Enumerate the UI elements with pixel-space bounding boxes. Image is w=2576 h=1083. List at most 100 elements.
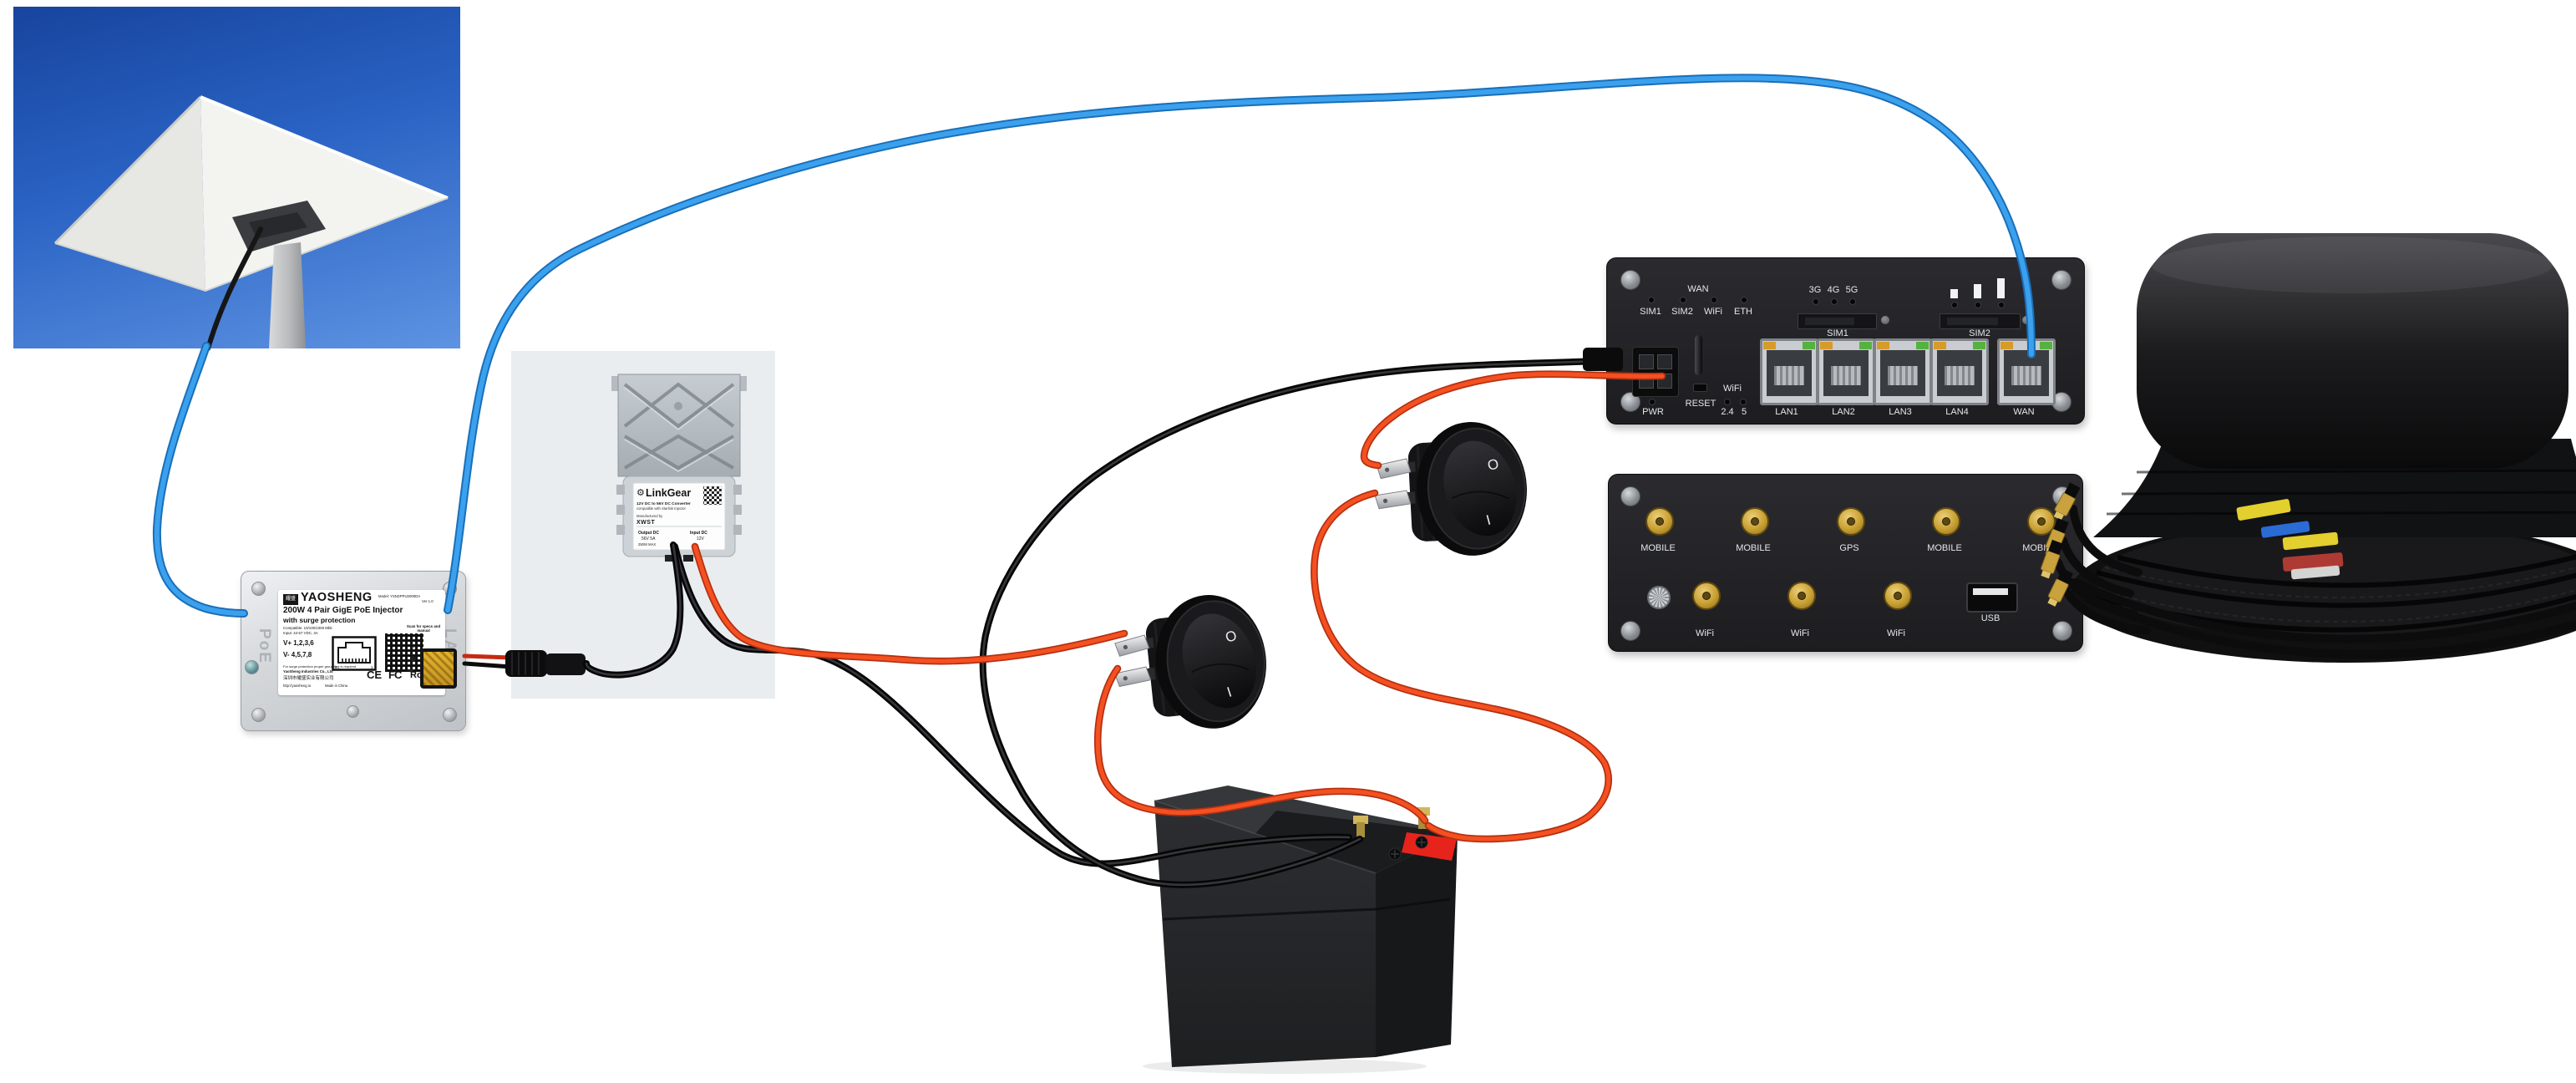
- converter-mfg-label: Manufactured by: [636, 514, 663, 518]
- pwr-pin-hole: [1657, 374, 1672, 389]
- sma-plug-cluster: [2041, 482, 2081, 607]
- usb-label: USB: [1980, 613, 2000, 623]
- panel-screw: [1620, 621, 1640, 641]
- injector-website: http://yaosheng.io: [283, 684, 312, 688]
- usb-tongue: [1973, 588, 2008, 595]
- starlink-dish-photo: [13, 7, 460, 351]
- port-led-amber: [1763, 342, 1776, 349]
- wifi-antenna-connector-1[interactable]: [1692, 582, 1721, 610]
- battery-right-face: [1376, 833, 1458, 1057]
- wifi-band-title: WiFi: [1723, 384, 1742, 394]
- puck-antenna: [2038, 213, 2576, 681]
- injector-label: 耀盛 YAOSHENG Model: YSNSPPU2000DA Ver 1.0…: [278, 590, 445, 695]
- white-band: [2290, 565, 2340, 580]
- converter-output-value: 56V 5A: [641, 536, 656, 542]
- lan4-label: LAN4: [1945, 407, 1969, 417]
- pwr-pin-hole: [1639, 374, 1654, 389]
- port-led-amber: [1934, 342, 1946, 349]
- sim1-slot[interactable]: [1798, 313, 1877, 329]
- injector-ground-screw: [245, 660, 259, 674]
- wifi-antenna-connector-2[interactable]: [1787, 582, 1816, 610]
- 5g-led: [1849, 298, 1856, 305]
- pwr-pin-hole: [1657, 354, 1672, 369]
- terminal-fuse-block: [423, 652, 454, 685]
- injector-scan-note: Scan for specs and manual: [406, 624, 441, 633]
- lan3-port[interactable]: [1874, 338, 1932, 405]
- sim1-tray: [1805, 318, 1854, 325]
- pwr-pin-hole: [1639, 354, 1654, 369]
- injector-spec-compat: Compatible: 10/100/1000 Mbit: [283, 626, 332, 630]
- gps-antenna-connector[interactable]: [1837, 507, 1865, 536]
- battery-12v: [1143, 784, 1468, 1074]
- reset-button[interactable]: [1693, 384, 1707, 392]
- usb-port[interactable]: [1966, 582, 2018, 613]
- mobile-antenna-connector-2[interactable]: [1741, 507, 1769, 536]
- router-back-panel: MOBILE MOBILE GPS MOBILE MOBILE WiFi WiF…: [1608, 474, 2083, 652]
- antenna-dome: [2137, 233, 2568, 469]
- sim2-slot[interactable]: [1940, 313, 2021, 329]
- reset-label: RESET: [1685, 399, 1716, 409]
- port-led-green: [1973, 342, 1985, 349]
- sim1-led-label: SIM1: [1640, 307, 1661, 317]
- port-led-green: [2040, 342, 2052, 349]
- skirt-ridges: [2106, 469, 2576, 516]
- injector-led: [410, 656, 416, 662]
- blue-band: [2260, 521, 2310, 538]
- wifi-antenna-connector-3[interactable]: [1884, 582, 1912, 610]
- lan2-port[interactable]: [1817, 338, 1875, 405]
- sma-pin: [2037, 517, 2046, 526]
- sim1-slot-label: SIM1: [1827, 328, 1848, 338]
- sma-pin: [1702, 592, 1711, 600]
- port-led-green: [1916, 342, 1929, 349]
- 4g-led: [1831, 298, 1838, 305]
- grounding-screw: [1647, 586, 1671, 609]
- sma-pin: [1751, 517, 1759, 526]
- sim1-eject[interactable]: [1881, 316, 1889, 324]
- sim2-led-label: SIM2: [1671, 307, 1693, 317]
- rocker-switch-2: O I: [1368, 415, 1543, 566]
- 3g-led-label: 3G: [1808, 285, 1822, 295]
- gps-label: GPS: [1839, 543, 1859, 553]
- injector-qr-code: [385, 633, 423, 672]
- injector-company-en: YaoSheng Industries Co., Ltd: [283, 669, 333, 674]
- converter-mfg-name: XWST: [636, 520, 655, 526]
- dish-cable: [205, 226, 263, 351]
- injector-spec-input: Input: 44-57 VDC, 4A: [283, 631, 318, 635]
- dc-converter-graphic: ⚙ LinkGear 12V DC to 56V DC Converter co…: [611, 374, 747, 562]
- dish-pole: [269, 242, 306, 348]
- power-socket[interactable]: [1632, 347, 1679, 397]
- panel-screw: [1620, 486, 1640, 506]
- port-jack: [1774, 366, 1804, 385]
- wan-label: WAN: [2013, 407, 2035, 417]
- injector-ground-note: For surge protection proper grounding is…: [283, 664, 357, 669]
- port-led-amber: [1877, 342, 1889, 349]
- mobile-antenna-connector-1[interactable]: [1645, 507, 1674, 536]
- injector-brand: YAOSHENG: [301, 591, 373, 604]
- mobile1-label: MOBILE: [1640, 543, 1676, 553]
- injector-version: Ver 1.0: [422, 599, 434, 603]
- sim2-led: [1680, 297, 1686, 303]
- wifi2-label: WiFi: [1791, 628, 1809, 638]
- rj45-pinout-diagram: 8 1: [332, 636, 377, 671]
- panel-screw: [2052, 621, 2072, 641]
- injector-screw: [251, 582, 266, 596]
- wire-grommet-1: [665, 555, 675, 562]
- port-jack: [1888, 366, 1918, 385]
- wifi5-led: [1740, 399, 1747, 405]
- wifi-led: [1711, 297, 1717, 303]
- injector-dc-terminal: [420, 648, 457, 689]
- wifi3-label: WiFi: [1887, 628, 1905, 638]
- injector-minus-mark: −: [409, 642, 416, 653]
- battery-negative-post: [1356, 822, 1365, 837]
- signal-bar-2: [1974, 284, 1981, 298]
- panel-screw: [2051, 270, 2071, 290]
- injector-screw: [251, 708, 266, 722]
- lan4-port[interactable]: [1930, 338, 1989, 405]
- sim2-eject[interactable]: [2022, 316, 2031, 324]
- sma-pin: [1847, 517, 1855, 526]
- lan1-port[interactable]: [1760, 338, 1818, 405]
- mobile3-label: MOBILE: [1927, 543, 1962, 553]
- converter-desc2: compatible with Starlink Injector: [636, 506, 686, 511]
- mobile-antenna-connector-3[interactable]: [1932, 507, 1960, 536]
- signal-bar-3: [1997, 278, 2005, 298]
